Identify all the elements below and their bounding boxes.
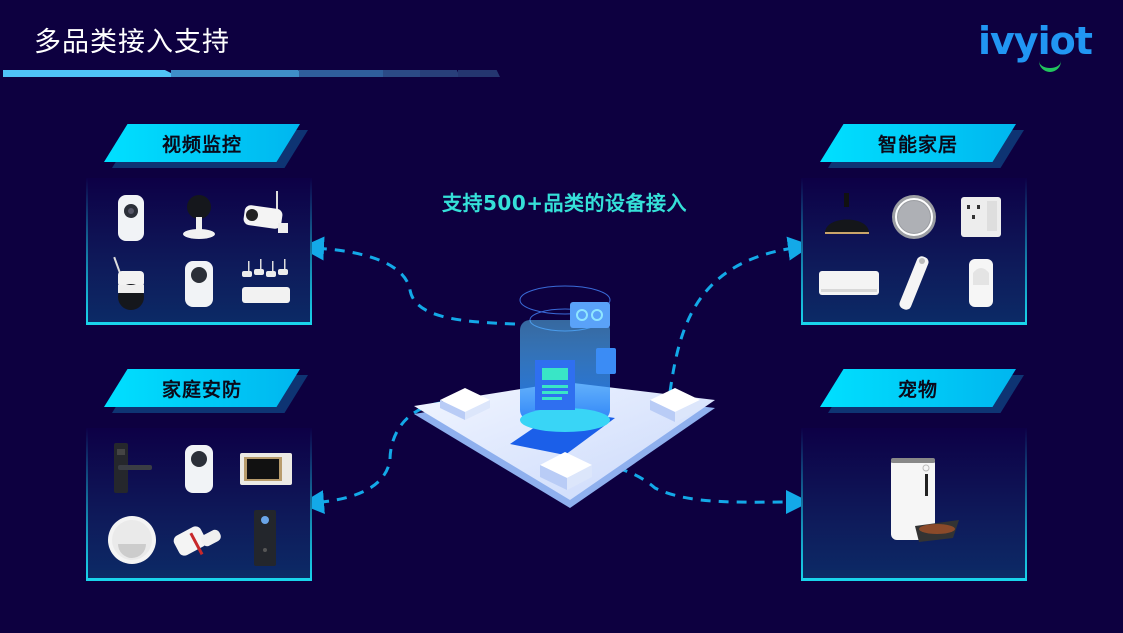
category-tag-pets: 宠物 <box>820 369 1024 413</box>
smart-lock-icon <box>104 441 160 497</box>
ivyiot-logo: ivyiot <box>978 19 1093 63</box>
pan-tilt-camera-icon <box>171 255 227 311</box>
pendant-lamp-icon <box>819 189 875 245</box>
smart-mirror-icon <box>886 189 942 245</box>
category-tag-smart-home: 智能家居 <box>820 124 1024 168</box>
category-tag-home-security: 家庭安防 <box>104 369 308 413</box>
smart-socket-icon <box>953 189 1009 245</box>
nvr-kit-icon <box>238 255 294 311</box>
curtain-motor-icon <box>886 255 942 311</box>
bullet-camera-icon <box>238 189 294 245</box>
line-to-video <box>300 236 516 326</box>
center-caption: 支持500+品类的设备接入 <box>442 191 688 215</box>
panel-smart-home <box>801 178 1027 325</box>
pir-sensor-icon <box>953 255 1009 311</box>
title-underline-bars <box>3 70 533 78</box>
category-tag-video-surveillance: 视频监控 <box>104 124 308 168</box>
video-doorbell-icon <box>238 509 294 566</box>
logo-smile-icon <box>1039 58 1061 72</box>
indoor-camera-icon <box>104 189 160 245</box>
page-title: 多品类接入支持 <box>34 27 230 58</box>
pan-tilt-camera-icon <box>171 441 227 497</box>
panel-video-surveillance <box>86 178 312 325</box>
line-to-smart-home <box>668 236 812 393</box>
door-sensor-icon <box>171 510 227 566</box>
panel-home-security <box>86 428 312 581</box>
line-to-security <box>300 401 441 515</box>
iot-platform-illustration <box>410 260 720 510</box>
mini-camera-icon <box>171 189 227 245</box>
pet-feeder-icon <box>887 458 967 548</box>
ptz-dome-camera-icon <box>104 255 160 311</box>
video-intercom-icon <box>238 441 294 497</box>
smoke-detector-icon <box>104 510 160 566</box>
air-conditioner-icon <box>818 255 879 311</box>
panel-pets <box>801 428 1027 581</box>
